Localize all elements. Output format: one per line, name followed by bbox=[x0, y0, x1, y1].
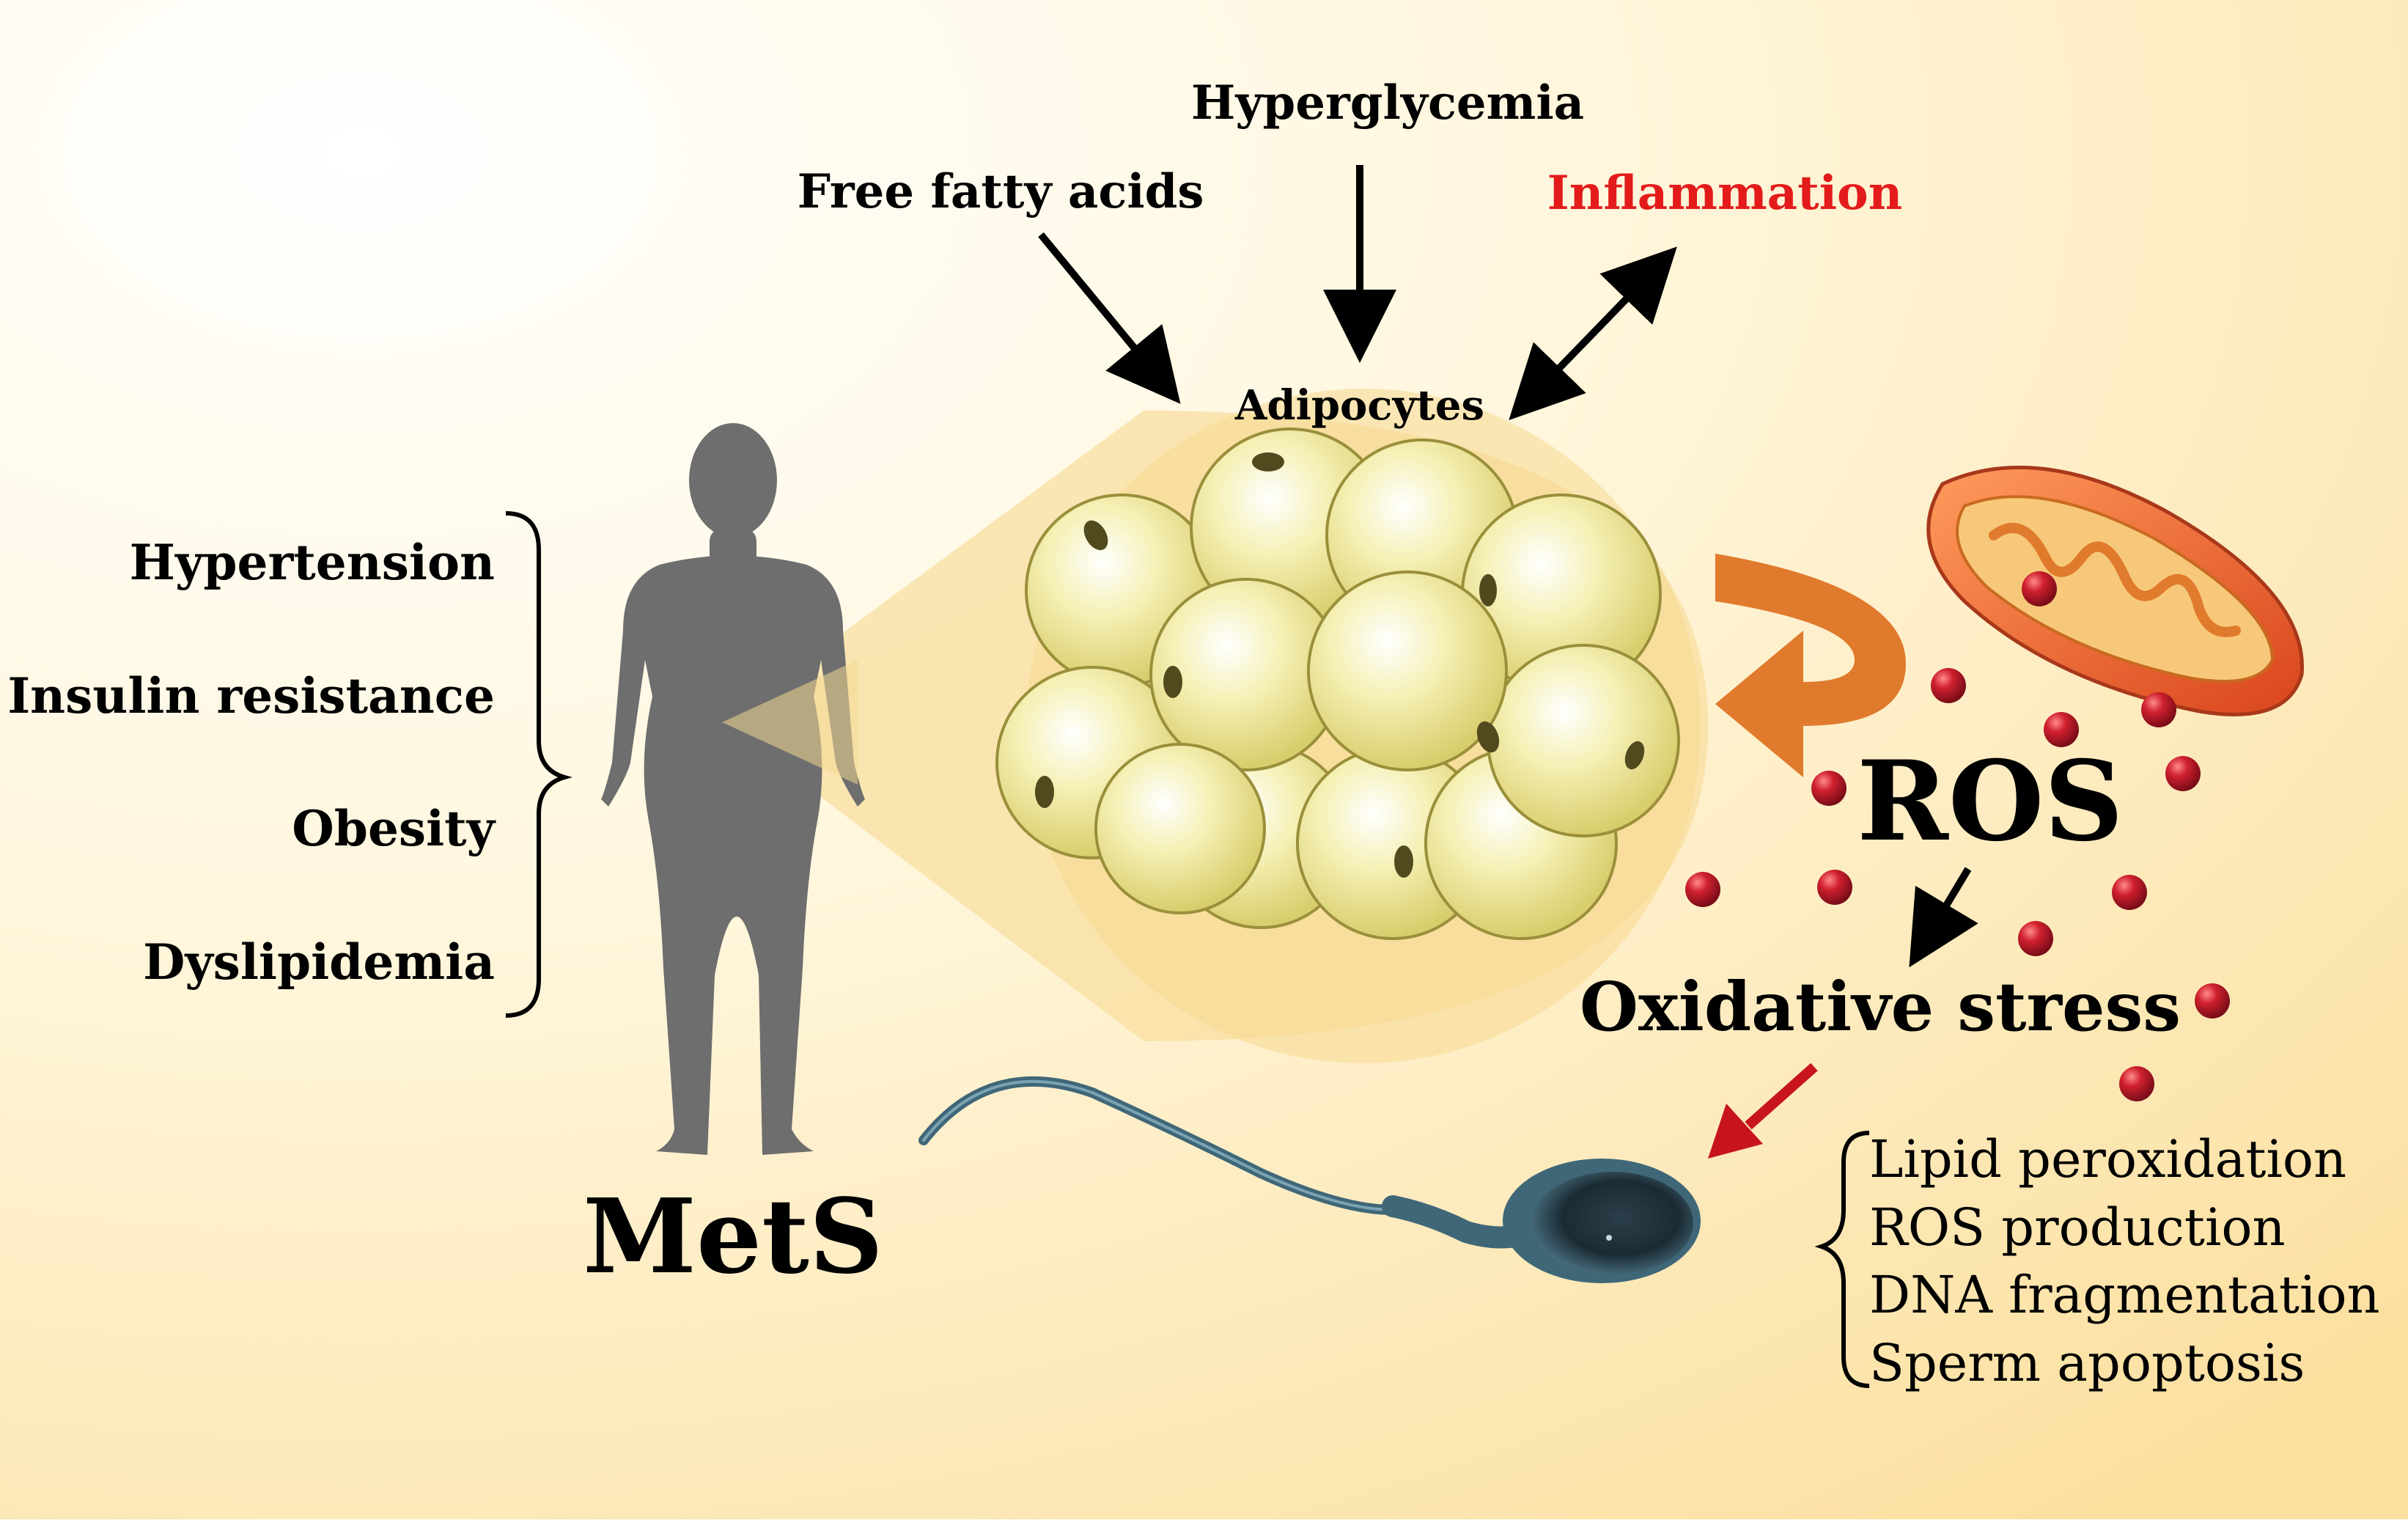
sperm-effect-lipid-peroxidation: Lipid peroxidation bbox=[1869, 1129, 2346, 1189]
adipocyte-cluster-icon bbox=[995, 427, 1680, 940]
sperm-cell-icon bbox=[918, 1076, 1701, 1283]
ros-particles bbox=[1685, 571, 2230, 1101]
mets-components-brace bbox=[505, 511, 572, 1018]
adipocyte-nuclei bbox=[1035, 452, 1645, 878]
adipocytes-label: Adipocytes bbox=[1234, 381, 1484, 430]
mets-component-obesity: Obesity bbox=[292, 800, 496, 857]
red-arrow-to-sperm bbox=[1708, 1063, 1818, 1159]
ros-to-oxidative-stress-arrow bbox=[1909, 867, 1978, 968]
hyperglycemia-label: Hyperglycemia bbox=[1191, 76, 1584, 131]
sperm-effects-brace bbox=[1814, 1131, 1870, 1388]
mitochondria-icon bbox=[1926, 466, 2304, 716]
oxidative-stress-label: Oxidative stress bbox=[1580, 967, 2181, 1046]
sperm-effect-dna-fragmentation: DNA fragmentation bbox=[1869, 1265, 2380, 1325]
free-fatty-acids-label: Free fatty acids bbox=[798, 164, 1204, 219]
sperm-effect-ros-production: ROS production bbox=[1869, 1197, 2286, 1258]
ros-label: ROS bbox=[1857, 737, 2124, 866]
inflammation-label: Inflammation bbox=[1547, 166, 1902, 221]
inflammation-bidirectional-arrow bbox=[1509, 246, 1677, 421]
mets-label: MetS bbox=[583, 1177, 883, 1297]
mets-component-hypertension: Hypertension bbox=[130, 534, 495, 591]
mets-component-insulin-resistance: Insulin resistance bbox=[7, 667, 495, 724]
waist-highlight bbox=[722, 660, 858, 785]
ffa-arrow bbox=[1038, 232, 1181, 404]
mets-component-dyslipidemia: Dyslipidemia bbox=[143, 933, 495, 991]
sperm-effect-sperm-apoptosis: Sperm apoptosis bbox=[1869, 1333, 2305, 1393]
curved-orange-arrow bbox=[1715, 554, 1906, 777]
